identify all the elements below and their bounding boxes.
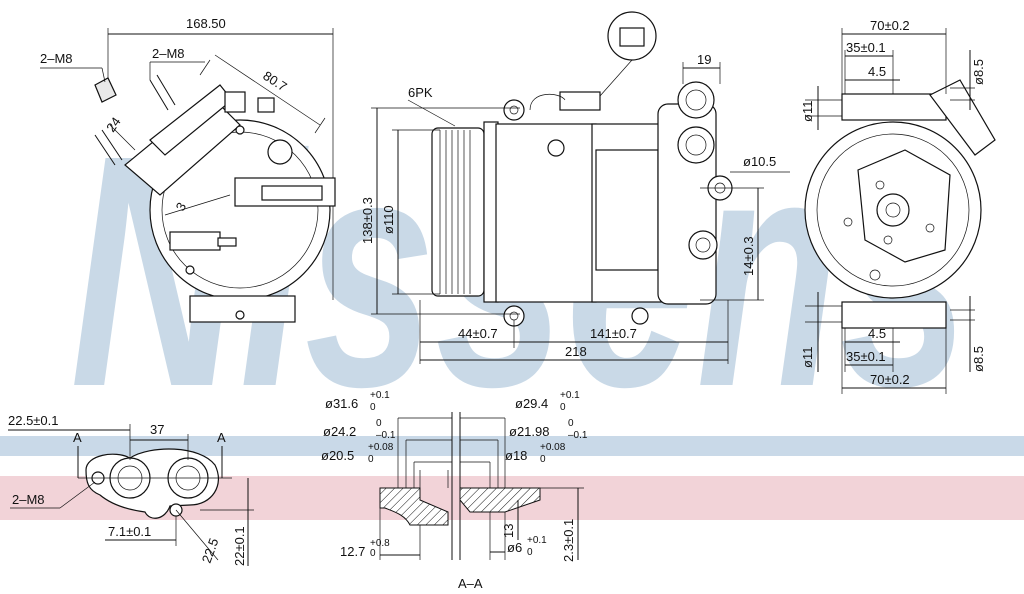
sec-d6-tol-lo: 0 <box>527 547 533 558</box>
sec-d23-label: 2.3±0.1 <box>561 519 576 562</box>
port-d37-label: 37 <box>150 422 164 437</box>
sec-d294-tol-lo: 0 <box>560 402 566 413</box>
pulley-offset-label: 44±0.7 <box>458 326 498 341</box>
port-dim-label: 19 <box>697 52 711 67</box>
port-bolt-label: 2–M8 <box>12 492 45 507</box>
sec-d6-label: ø6 <box>507 540 522 555</box>
sec-d205-tol-up: +0.08 <box>368 442 394 453</box>
sec-d294-label: ø29.4 <box>515 396 548 411</box>
sec-d127-label: 12.7 <box>340 544 365 559</box>
sec-d2198-label: ø21.98 <box>509 424 549 439</box>
sec-d13-label: 13 <box>501 524 516 538</box>
height-label: 138±0.3 <box>360 197 375 244</box>
front-view: 6PK 138±0.3 ø110 19 ø10.5 14±0.3 44±0.7 … <box>360 11 790 364</box>
bolt-left-label: 2–M8 <box>40 51 73 66</box>
section-view: ø31.6 +0.1 0 ø24.2 0 –0.1 ø20.5 +0.08 0 … <box>321 390 588 591</box>
sec-d2198-tol-lo: –0.1 <box>568 430 588 441</box>
top-d85-label: ø8.5 <box>971 59 986 85</box>
sec-d242-tol-up: 0 <box>376 418 382 429</box>
bot-d11-label: ø11 <box>800 347 815 368</box>
bot-d85-label: ø8.5 <box>971 346 986 372</box>
sec-d127-tol-lo: 0 <box>370 548 376 559</box>
hole-dia-label: ø10.5 <box>743 154 776 169</box>
angle-dim-label: 24 <box>103 114 124 134</box>
bot-w70-label: 70±0.2 <box>870 372 910 387</box>
sec-d316-tol-lo: 0 <box>370 402 376 413</box>
sec-d316-tol-up: +0.1 <box>370 390 390 401</box>
port-d71-label: 7.1±0.1 <box>108 524 151 539</box>
section-a-left-label: A <box>73 430 82 445</box>
sec-d127-tol-up: +0.8 <box>370 538 390 549</box>
top-w45-label: 4.5 <box>868 64 886 79</box>
port-view: 22.5±0.1 37 A A 2–M8 7.1±0.1 22.5 22±0.1 <box>8 413 254 566</box>
sec-d18-tol-lo: 0 <box>540 454 546 465</box>
sec-d242-label: ø24.2 <box>323 424 356 439</box>
sec-d205-tol-lo: 0 <box>368 454 374 465</box>
sec-d316-label: ø31.6 <box>325 396 358 411</box>
side-view: 168.50 2–M8 2–M8 80.7 24 <box>40 16 336 323</box>
sec-d6-tol-up: +0.1 <box>527 535 547 546</box>
end-view: 70±0.2 35±0.1 4.5 ø8.5 ø11 4.5 35±0.1 70… <box>800 18 996 394</box>
pulley-dia-label: ø110 <box>381 205 396 234</box>
blue-band <box>0 436 1024 456</box>
section-a-right-label: A <box>217 430 226 445</box>
bot-w45-label: 4.5 <box>868 326 886 341</box>
body-len-label: 141±0.7 <box>590 326 637 341</box>
top-w35-label: 35±0.1 <box>846 40 886 55</box>
bolt-right-label: 2–M8 <box>152 46 185 61</box>
port-d225-label: 22.5±0.1 <box>8 413 59 428</box>
section-aa-label: A–A <box>458 576 483 591</box>
sec-d2198-tol-up: 0 <box>568 418 574 429</box>
offset-right-label: 14±0.3 <box>741 236 756 276</box>
top-d11-label: ø11 <box>800 101 815 122</box>
sec-d294-tol-up: +0.1 <box>560 390 580 401</box>
total-len-label: 218 <box>565 344 587 359</box>
sec-d18-tol-up: +0.08 <box>540 442 566 453</box>
overall-width-label: 168.50 <box>186 16 226 31</box>
top-w70-label: 70±0.2 <box>870 18 910 33</box>
port-d22-label: 22±0.1 <box>232 526 247 566</box>
belt-label: 6PK <box>408 85 433 100</box>
sec-d18-label: ø18 <box>505 448 527 463</box>
sec-d242-tol-lo: –0.1 <box>376 430 396 441</box>
port-d225b-label: 22.5 <box>199 536 222 565</box>
sec-d205-label: ø20.5 <box>321 448 354 463</box>
bot-w35-label: 35±0.1 <box>846 349 886 364</box>
